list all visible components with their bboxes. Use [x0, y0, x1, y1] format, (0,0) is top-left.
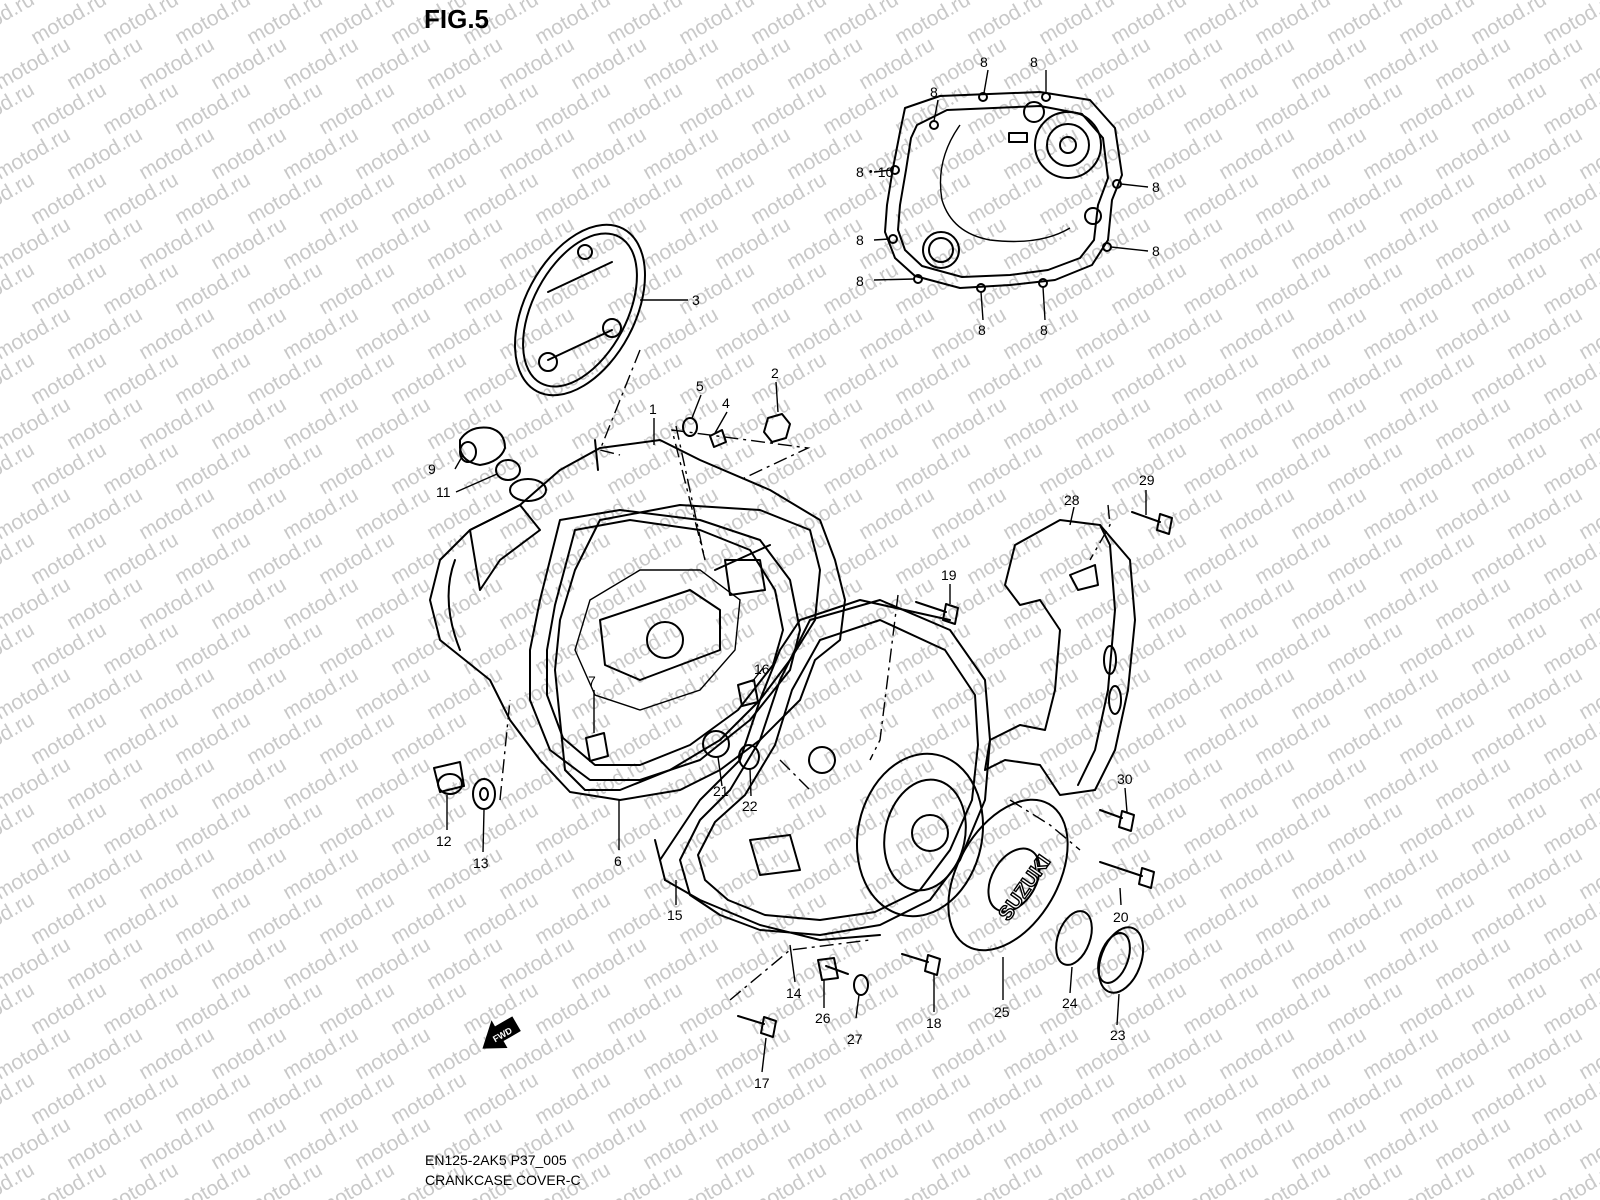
clutch-cover-part [884, 91, 1123, 293]
drawing-code: EN125-2AK5 P37_005 [425, 1152, 567, 1168]
callout-label-5: 5 [696, 378, 704, 394]
callout-label-23: 22 [742, 798, 758, 814]
callout-label-27: 26 [815, 1010, 831, 1026]
callout-labels: 8 8 8 8・10 8 8 8 8 8 8 3 2 5 4 1 9 11 29… [428, 54, 1160, 1091]
callout-label-26: 25 [994, 1004, 1010, 1020]
callout-label-29: 28 [1064, 492, 1080, 508]
callout-label-8: 8 [930, 84, 938, 100]
gasket-part [554, 504, 821, 791]
brand-emblem-text: SUZUKI [995, 851, 1056, 925]
callout-label-14: 13 [473, 855, 489, 871]
fwd-arrow: FWD [482, 1016, 521, 1049]
alignment-lines [499, 349, 1111, 1001]
callout-label-12: 11 [436, 484, 451, 500]
callout-label-4: 4 [722, 395, 730, 411]
callout-label-25: 24 [1062, 995, 1078, 1011]
callout-label-13: 12 [436, 833, 452, 849]
callout-label-18: 17 [754, 1075, 770, 1091]
callout-label-8-10: 8 [1030, 54, 1038, 70]
callout-label-8: 8 [856, 232, 864, 248]
callout-label-8: 8 [856, 273, 864, 289]
callout-label-15: 14 [786, 985, 802, 1001]
callout-label-8: 8 [978, 322, 986, 338]
crankcase-part [429, 439, 846, 801]
leader-lines [446, 69, 1149, 1073]
callout-label-30: 29 [1139, 472, 1155, 488]
callout-label-20: 19 [941, 567, 957, 583]
callout-label-8: 8 [1152, 243, 1160, 259]
callout-label-11: 9 [428, 461, 436, 477]
callout-label-3: 3 [692, 292, 700, 308]
guard-part [984, 519, 1136, 796]
callout-label-24: 23 [1110, 1027, 1126, 1043]
drawing-caption: CRANKCASE COVER-C [425, 1172, 581, 1188]
callout-label-31: 30 [1117, 771, 1133, 787]
callout-label-17: 16 [754, 661, 770, 677]
callout-label-1: 1 [649, 401, 657, 417]
magneto-gasket-part [654, 599, 951, 941]
small-parts [433, 413, 1173, 1038]
callout-label-16: 15 [667, 907, 683, 923]
round-cover-part [514, 223, 646, 397]
callout-label-8: 8 [1152, 179, 1160, 195]
figure-title: FIG.5 [424, 4, 490, 34]
callout-label-9: 8・10 [856, 164, 894, 180]
callout-label-7: 7 [588, 673, 596, 689]
callout-label-22: 21 [713, 783, 729, 799]
callout-label-8: 8 [1040, 322, 1048, 338]
callout-label-2: 2 [771, 365, 779, 381]
callout-label-21: 20 [1113, 909, 1129, 925]
callout-label-28: 27 [847, 1031, 863, 1047]
callout-label-19: 18 [926, 1015, 942, 1031]
callout-label-6: 6 [614, 853, 622, 869]
magneto-cover-part [679, 599, 991, 936]
callout-label-8: 8 [980, 54, 988, 70]
